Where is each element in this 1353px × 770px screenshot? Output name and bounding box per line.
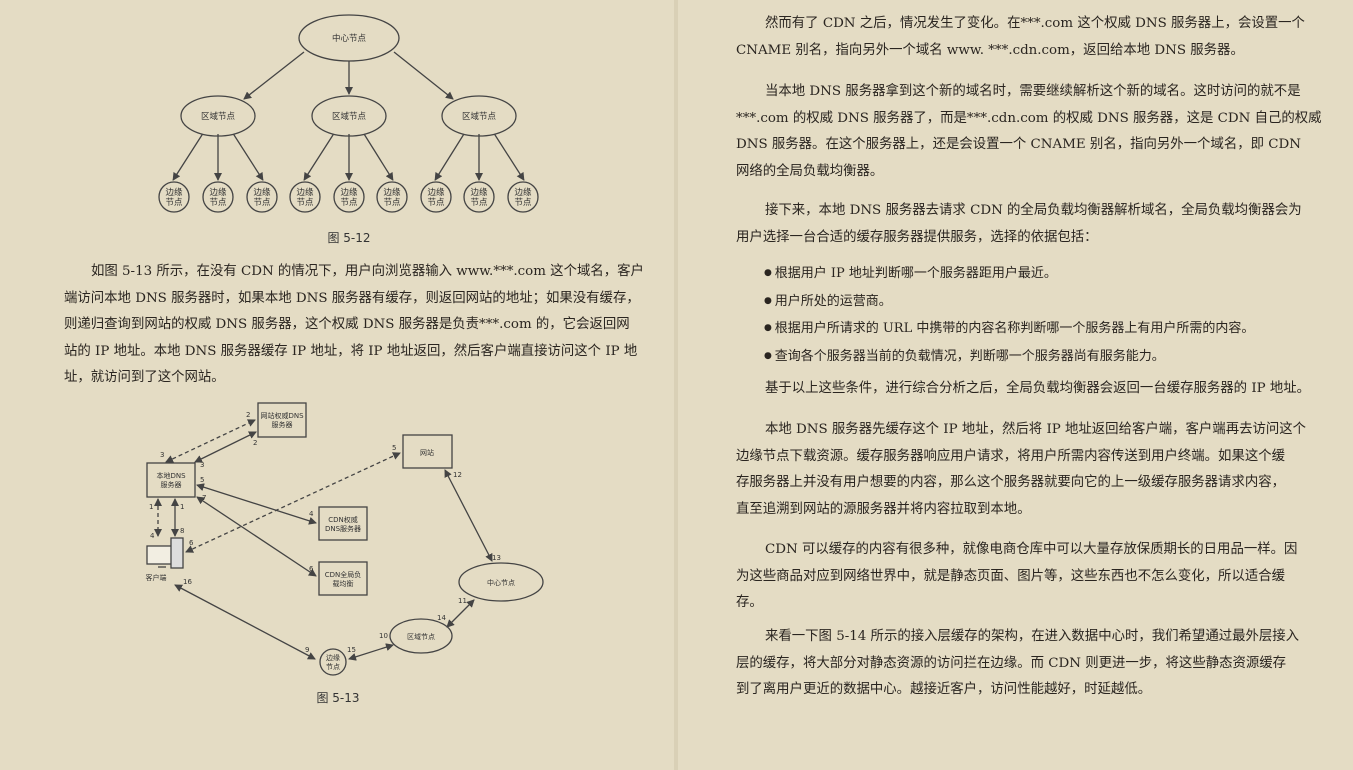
arrow xyxy=(434,133,465,181)
edge-node xyxy=(463,181,495,213)
edge-node xyxy=(158,181,190,213)
edge-node-label: 边缘 xyxy=(514,187,532,198)
figure-5-12: 中心节点区域节点边缘节点边缘节点边缘节点区域节点边缘节点边缘节点边缘节点区域节点… xyxy=(158,14,539,213)
text-line: DNS 服务器。在这个服务器上，还是会设置一个 CNAME 别名，指向另外一个域… xyxy=(736,137,1301,153)
text-line: 站的 IP 地址。本地 DNS 服务器缓存 IP 地址，将 IP 地址返回，然后… xyxy=(64,343,638,359)
edge-node-label: 边缘 xyxy=(427,187,445,198)
arrow xyxy=(243,51,305,100)
edge-node-label: 边缘 xyxy=(340,187,358,198)
center-node-label: 中心节点 xyxy=(332,33,367,44)
text-line: 端访问本地 DNS 服务器时，如果本地 DNS 服务器有缓存，则返回网站的地址；… xyxy=(64,290,640,306)
text-line: CDN 可以缓存的内容有很多种，就像电商仓库中可以大量存放保质期长的日用品一样。… xyxy=(765,542,1298,557)
text-line: 当本地 DNS 服务器拿到这个新的域名时，需要继续解析这个新的域名。这时访问的就… xyxy=(765,84,1301,99)
edge-node-label: 节点 xyxy=(383,198,401,208)
text-line: CNAME 别名，指向另外一个域名 www. ***.cdn.com，返回给本地… xyxy=(736,42,1244,58)
paragraph-7: 来看一下图 5-14 所示的接入层缓存的架构，在进入数据中心时，我们希望通过最外… xyxy=(736,624,1300,704)
paragraph-1: 然而有了 CDN 之后，情况发生了变化。在***.com 这个权威 DNS 服务… xyxy=(736,11,1305,64)
edge-node-label: 节点 xyxy=(340,198,358,208)
text-line: 层的缓存，将大部分对静态资源的访问拦在边缘。而 CDN 则更进一步，将这些静态资… xyxy=(736,655,1287,671)
text-line: 接下来，本地 DNS 服务器去请求 CDN 的全局负载均衡器解析域名，全局负载均… xyxy=(765,203,1302,218)
list-item: 查询各个服务器当前的负载情况，判断哪一个服务器尚有服务能力。 xyxy=(764,343,1254,371)
text-line: 则递归查询到网站的权威 DNS 服务器，这个权威 DNS 服务器是负责***.c… xyxy=(64,317,630,333)
paragraph-6: CDN 可以缓存的内容有很多种，就像电商仓库中可以大量存放保质期长的日用品一样。… xyxy=(736,537,1298,617)
edge-node-label: 节点 xyxy=(514,198,532,208)
text-line: 到了离用户更近的数据中心。越接近客户，访问性能越好，时延越低。 xyxy=(736,682,1152,698)
paragraph-4: 基于以上这些条件，进行综合分析之后，全局负载均衡器会返回一台缓存服务器的 IP … xyxy=(736,376,1311,403)
paragraph-3: 接下来，本地 DNS 服务器去请求 CDN 的全局负载均衡器解析域名，全局负载均… xyxy=(736,198,1302,251)
criteria-list: 根据用户 IP 地址判断哪一个服务器距用户最近。 用户所处的运营商。 根据用户所… xyxy=(764,260,1255,371)
list-item: 根据用户 IP 地址判断哪一个服务器距用户最近。 xyxy=(764,260,1254,288)
region-node-label: 区域节点 xyxy=(462,111,497,122)
region-node-label: 区域节点 xyxy=(201,111,236,122)
text-line: 为这些商品对应到网络世界中，就是静态页面、图片等，这些东西也不怎么变化，所以适合… xyxy=(736,568,1286,584)
region-node-label: 区域节点 xyxy=(332,111,367,122)
text-line: 来看一下图 5-14 所示的接入层缓存的架构，在进入数据中心时，我们希望通过最外… xyxy=(765,629,1300,644)
edge-node-label: 边缘 xyxy=(165,187,183,198)
text-line: 然而有了 CDN 之后，情况发生了变化。在***.com 这个权威 DNS 服务… xyxy=(765,16,1305,31)
edge-node-label: 边缘 xyxy=(209,187,227,198)
arrow xyxy=(172,133,204,181)
edge-node xyxy=(420,181,452,213)
edge-node xyxy=(507,181,539,213)
figure-5-12-caption: 图 5-12 xyxy=(327,231,371,245)
text-line: 边缘节点下载资源。缓存服务器响应用户请求，将用户所需内容传送到用户终端。如果这个… xyxy=(736,448,1286,464)
edge-node-label: 节点 xyxy=(427,198,445,208)
edge-node xyxy=(289,181,321,213)
list-item: 根据用户所请求的 URL 中携带的内容名称判断哪一个服务器上有用户所需的内容。 xyxy=(764,315,1255,343)
text-line: 址，就访问到了这个网站。 xyxy=(64,370,225,386)
edge-node xyxy=(246,181,278,213)
edge-node xyxy=(202,181,234,213)
text-line: 基于以上这些条件，进行综合分析之后，全局负载均衡器会返回一台缓存服务器的 IP … xyxy=(765,381,1311,396)
figure-5-13-caption: 图 5-13 xyxy=(316,691,360,705)
edge-node-label: 边缘 xyxy=(296,187,314,198)
text-line: 网络的全局负载均衡器。 xyxy=(736,163,884,179)
text-line: 存。 xyxy=(736,595,763,611)
paragraph-2: 当本地 DNS 服务器拿到这个新的域名时，需要继续解析这个新的域名。这时访问的就… xyxy=(736,79,1322,185)
text-line: ***.com 的权威 DNS 服务器了，而是***.cdn.com 的权威 D… xyxy=(736,110,1322,126)
left-paragraph: 如图 5-13 所示，在没有 CDN 的情况下，用户向浏览器输入 www.***… xyxy=(64,259,644,392)
left-page: 中心节点区域节点边缘节点边缘节点边缘节点区域节点边缘节点边缘节点边缘节点区域节点… xyxy=(0,0,676,770)
list-item: 用户所处的运营商。 xyxy=(764,288,1254,316)
edge-node-label: 边缘 xyxy=(470,187,488,198)
edge-node xyxy=(376,181,408,213)
right-page: 然而有了 CDN 之后，情况发生了变化。在***.com 这个权威 DNS 服务… xyxy=(677,0,1353,770)
arrow xyxy=(493,133,525,181)
edge-node-label: 节点 xyxy=(209,198,227,208)
edge-node-label: 边缘 xyxy=(383,187,401,198)
arrow xyxy=(363,133,394,181)
paragraph-5: 本地 DNS 服务器先缓存这个 IP 地址，然后将 IP 地址返回给客户端，客户… xyxy=(736,417,1307,523)
edge-node-label: 节点 xyxy=(165,198,183,208)
edge-node-label: 节点 xyxy=(296,198,314,208)
text-line: 用户选择一台合适的缓存服务器提供服务，选择的依据包括： xyxy=(736,229,1098,245)
edge-node-label: 节点 xyxy=(253,198,271,208)
text-line: 直至追溯到网站的源服务器并将内容拉取到本地。 xyxy=(736,501,1031,517)
text-line: 如图 5-13 所示，在没有 CDN 的情况下，用户向浏览器输入 www.***… xyxy=(91,264,644,279)
edge-node-label: 边缘 xyxy=(253,187,271,198)
text-line: 本地 DNS 服务器先缓存这个 IP 地址，然后将 IP 地址返回给客户端，客户… xyxy=(765,422,1307,437)
edge-node-label: 节点 xyxy=(470,198,488,208)
arrow xyxy=(232,133,264,181)
page-gutter xyxy=(674,0,678,770)
edge-node xyxy=(333,181,365,213)
arrow xyxy=(393,51,454,100)
text-line: 存服务器上并没有用户想要的内容，那么这个服务器就要向它的上一级缓存服务器请求内容… xyxy=(736,475,1286,491)
arrow xyxy=(303,133,335,181)
